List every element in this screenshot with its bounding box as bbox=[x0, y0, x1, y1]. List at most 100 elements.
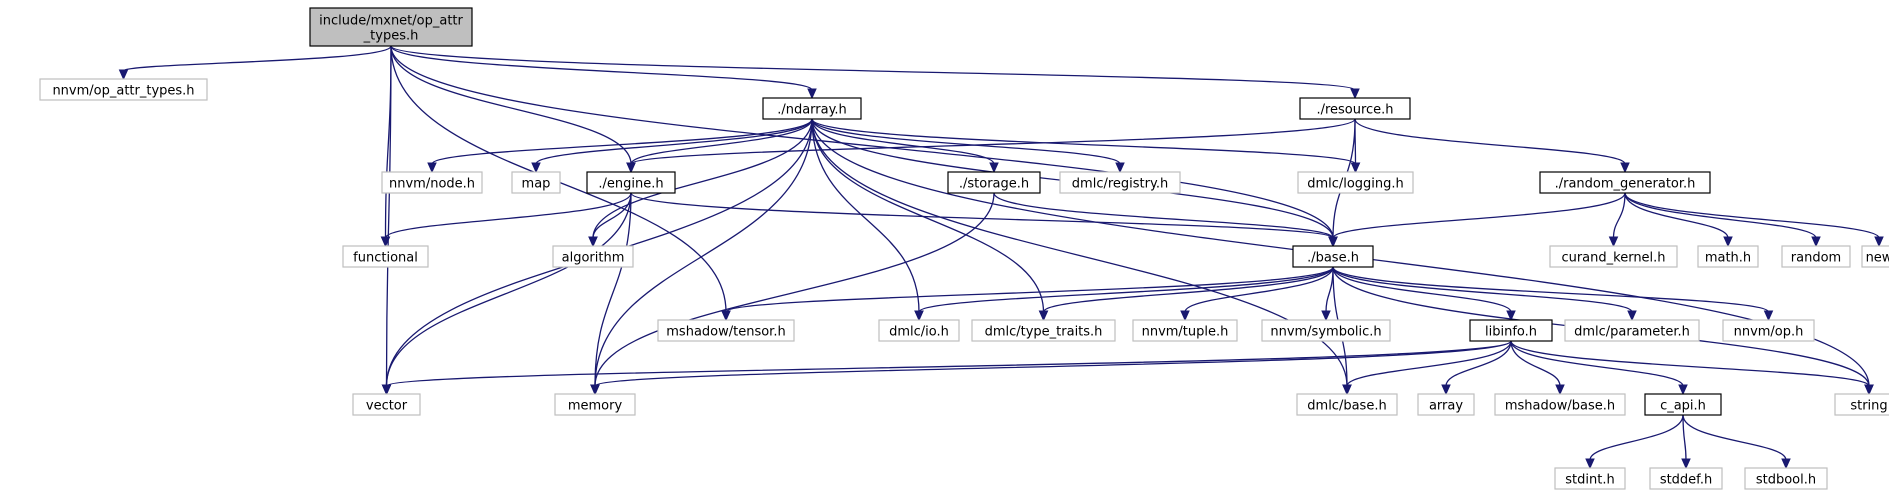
node-label: array bbox=[1429, 399, 1463, 414]
node-dmlc-io: dmlc/io.h bbox=[878, 319, 960, 342]
node-c-api[interactable]: c_api.h bbox=[1644, 393, 1722, 416]
node-box bbox=[657, 319, 795, 342]
node-random: random bbox=[1781, 245, 1851, 268]
node-ndarray[interactable]: ./ndarray.h bbox=[762, 97, 862, 120]
node-box bbox=[1564, 319, 1700, 342]
node-dmlc-registry: dmlc/registry.h bbox=[1059, 171, 1181, 194]
node-nnvm-tuple: nnvm/tuple.h bbox=[1132, 319, 1238, 342]
node-box bbox=[1132, 319, 1238, 342]
edge-random_generator-to-random bbox=[1624, 192, 1821, 248]
node-box bbox=[1834, 393, 1889, 416]
edge-engine-to-vector bbox=[381, 192, 632, 396]
node-label: functional bbox=[353, 251, 418, 266]
arrowhead bbox=[1608, 236, 1619, 248]
node-box bbox=[586, 171, 676, 194]
node-nnvm-node: nnvm/node.h bbox=[381, 171, 483, 194]
arrowhead bbox=[1723, 236, 1733, 248]
node-box bbox=[1296, 393, 1398, 416]
edge-base-to-libinfo bbox=[1332, 266, 1516, 322]
node-label: stddef.h bbox=[1660, 473, 1712, 488]
node-label: stdbool.h bbox=[1756, 473, 1816, 488]
node-storage[interactable]: ./storage.h bbox=[947, 171, 1041, 194]
edge-root-to-engine bbox=[390, 45, 636, 174]
edge-libinfo-to-vector bbox=[381, 340, 1512, 396]
node-math: math.h bbox=[1697, 245, 1759, 268]
node-dmlc-type-traits: dmlc/type_traits.h bbox=[971, 319, 1116, 342]
node-memory: memory bbox=[554, 393, 636, 416]
arrowhead bbox=[1321, 310, 1331, 322]
edge-random_generator-to-base bbox=[1328, 192, 1626, 248]
arrowhead bbox=[380, 236, 391, 248]
node-resource[interactable]: ./resource.h bbox=[1299, 97, 1411, 120]
node-mshadow-tensor: mshadow/tensor.h bbox=[657, 319, 795, 342]
edge-resource-to-random_generator bbox=[1354, 118, 1630, 174]
arrowhead bbox=[914, 310, 924, 322]
node-label: nnvm/op_attr_types.h bbox=[52, 84, 194, 99]
arrowhead bbox=[1180, 310, 1190, 322]
node-nnvm-symbolic: nnvm/symbolic.h bbox=[1261, 319, 1391, 342]
node-box bbox=[1299, 97, 1411, 120]
node-label: ./storage.h bbox=[959, 177, 1029, 192]
node-box bbox=[1554, 467, 1626, 490]
node-label: ./engine.h bbox=[598, 177, 663, 192]
arrowhead bbox=[1115, 162, 1125, 174]
node-label: dmlc/type_traits.h bbox=[985, 325, 1103, 340]
node-label: dmlc/io.h bbox=[889, 325, 949, 340]
node-new: new bbox=[1861, 245, 1889, 268]
arrowhead bbox=[1763, 310, 1774, 322]
edge-storage-to-base bbox=[993, 192, 1338, 248]
node-label: ./random_generator.h bbox=[1555, 177, 1696, 192]
arrowhead bbox=[626, 162, 636, 174]
node-stdbool: stdbool.h bbox=[1744, 467, 1828, 490]
node-label: libinfo.h bbox=[1485, 325, 1537, 340]
edge-libinfo-to-c_api bbox=[1510, 340, 1688, 396]
node-box bbox=[1697, 245, 1759, 268]
node-box bbox=[352, 393, 421, 416]
node-libinfo[interactable]: libinfo.h bbox=[1469, 319, 1553, 342]
node-box bbox=[1722, 319, 1815, 342]
arrowhead bbox=[1555, 384, 1565, 396]
node-box bbox=[1744, 467, 1828, 490]
node-label: stdint.h bbox=[1565, 473, 1614, 488]
node-root[interactable]: include/mxnet/op_attr_types.h bbox=[309, 7, 473, 47]
edge-storage-to-memory bbox=[590, 192, 995, 396]
arrowhead bbox=[588, 236, 598, 248]
edge-libinfo-to-mshadow_base bbox=[1510, 340, 1565, 396]
node-box bbox=[1781, 245, 1851, 268]
edge-c_api-to-stdbool bbox=[1682, 414, 1791, 470]
arrowhead bbox=[1038, 310, 1049, 322]
arrowhead bbox=[1874, 236, 1884, 248]
arrowhead bbox=[1585, 458, 1595, 470]
node-base[interactable]: ./base.h bbox=[1292, 245, 1374, 268]
node-map: map bbox=[511, 171, 561, 194]
node-label: new bbox=[1866, 251, 1889, 266]
node-box bbox=[552, 245, 634, 268]
edge-resource-to-engine bbox=[626, 118, 1356, 174]
node-nnvm-op: nnvm/op.h bbox=[1722, 319, 1815, 342]
arrowhead bbox=[721, 310, 731, 322]
edge-libinfo-to-dmlc_base bbox=[1342, 340, 1512, 396]
node-box bbox=[1539, 171, 1711, 194]
node-stddef: stddef.h bbox=[1649, 467, 1723, 490]
node-box bbox=[554, 393, 636, 416]
node-label: _types.h bbox=[363, 29, 419, 44]
edge-base-to-nnvm_tuple bbox=[1180, 266, 1334, 322]
node-label: algorithm bbox=[562, 251, 625, 266]
arrowhead bbox=[118, 69, 129, 81]
arrowhead bbox=[1781, 458, 1791, 470]
node-box bbox=[878, 319, 960, 342]
edge-ndarray-to-storage bbox=[811, 118, 999, 174]
node-label: curand_kernel.h bbox=[1561, 251, 1665, 266]
node-engine[interactable]: ./engine.h bbox=[586, 171, 676, 194]
arrowhead bbox=[381, 384, 392, 396]
node-label: string bbox=[1850, 399, 1887, 414]
node-box bbox=[1494, 393, 1626, 416]
edge-base-to-dmlc_io bbox=[914, 266, 1334, 322]
arrowhead bbox=[1342, 384, 1352, 396]
node-label: map bbox=[522, 177, 551, 192]
node-random-generator[interactable]: ./random_generator.h bbox=[1539, 171, 1711, 194]
arrowhead bbox=[989, 162, 999, 174]
node-box bbox=[971, 319, 1116, 342]
node-label: dmlc/base.h bbox=[1307, 399, 1386, 414]
edge-ndarray-to-nnvm_node bbox=[427, 118, 813, 174]
